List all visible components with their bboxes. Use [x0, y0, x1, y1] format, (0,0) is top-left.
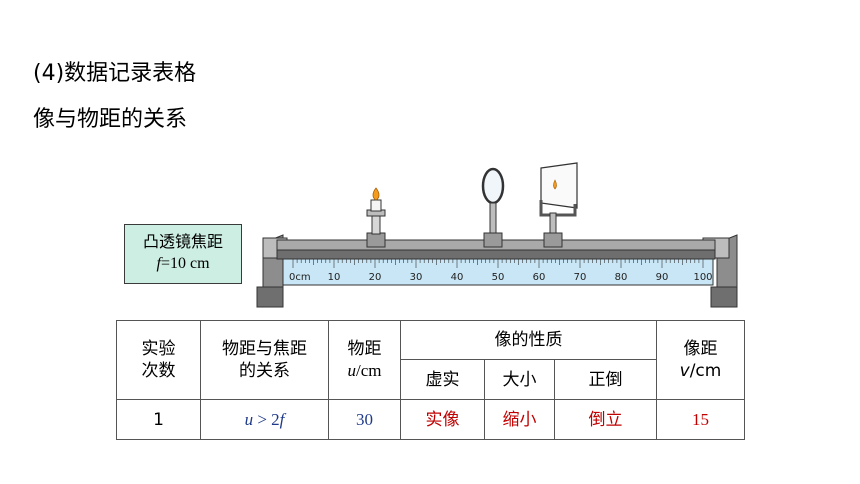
ruler-label: 50 [492, 272, 505, 283]
bench-rail-side [276, 249, 716, 260]
header-relation-line1: 物距与焦距 [222, 339, 307, 359]
screen-illustration [539, 162, 578, 248]
cell-relation-op: > 2 [253, 409, 280, 429]
ruler-label: 100 [693, 272, 712, 283]
data-table: 实验 次数 物距与焦距 的关系 物距 u/cm 像的性质 像距 v/cm 虚实 … [116, 320, 745, 440]
cell-relation-f: f [279, 409, 285, 429]
header-object-distance-var: u [347, 361, 357, 380]
subheader-real-virtual: 虚实 [400, 359, 485, 400]
focal-box-title: 凸透镜焦距 [142, 232, 223, 251]
header-object-distance-line1: 物距 [347, 339, 382, 359]
header-trial-number: 实验 次数 [116, 320, 201, 400]
section-subtitle: 像与物距的关系 [33, 107, 188, 132]
section-title: (4)数据记录表格 [33, 61, 197, 86]
focal-symbol: f [156, 255, 161, 272]
header-image-distance-line1: 像距 [683, 339, 718, 359]
cell-trial-number: 1 [116, 399, 201, 440]
ruler-label: 40 [451, 272, 464, 283]
header-relation: 物距与焦距 的关系 [200, 320, 329, 400]
header-object-distance: 物距 u/cm [328, 320, 401, 400]
cell-image-distance: 15 [656, 399, 745, 440]
ruler-ticks [292, 259, 704, 268]
ruler-label: 0cm [289, 272, 311, 283]
bench-right-foot [702, 234, 738, 308]
focal-value: =10 cm [160, 255, 210, 272]
header-image-distance: 像距 v/cm [656, 320, 745, 400]
candle-illustration [366, 187, 386, 248]
cell-orientation: 倒立 [554, 399, 657, 440]
table-header-row: 实验 次数 物距与焦距 的关系 物距 u/cm 像的性质 像距 v/cm [116, 320, 745, 400]
ruler-label: 10 [328, 272, 341, 283]
subheader-size: 大小 [484, 359, 555, 400]
ruler-label: 70 [574, 272, 587, 283]
header-relation-line2: 的关系 [239, 361, 290, 381]
focal-length-box: 凸透镜焦距 f=10 cm [124, 224, 242, 284]
focal-box-value: f=10 cm [125, 253, 241, 275]
optical-bench-illustration: 0cm 10 20 30 40 50 60 70 80 90 100 [256, 162, 738, 308]
ruler-label: 60 [533, 272, 546, 283]
header-object-distance-unit: /cm [356, 361, 382, 380]
cell-size: 缩小 [484, 399, 555, 440]
header-image-distance-unit: /cm [689, 361, 722, 381]
ruler-label: 20 [369, 272, 382, 283]
cell-relation-var: u [244, 409, 254, 429]
subheader-orientation: 正倒 [554, 359, 657, 400]
cell-relation: u > 2f [200, 399, 329, 440]
header-image-distance-var: v [679, 361, 690, 381]
header-image-properties: 像的性质 [400, 320, 657, 360]
ruler-label: 80 [615, 272, 628, 283]
convex-lens-illustration [481, 167, 505, 248]
ruler-label: 30 [410, 272, 423, 283]
cell-object-distance: 30 [328, 399, 401, 440]
cell-real-virtual: 实像 [400, 399, 485, 440]
table-row: 1 u > 2f 30 实像 缩小 倒立 15 [116, 399, 745, 440]
ruler-labels: 0cm 10 20 30 40 50 60 70 80 90 100 [289, 272, 713, 283]
ruler-label: 90 [656, 272, 669, 283]
